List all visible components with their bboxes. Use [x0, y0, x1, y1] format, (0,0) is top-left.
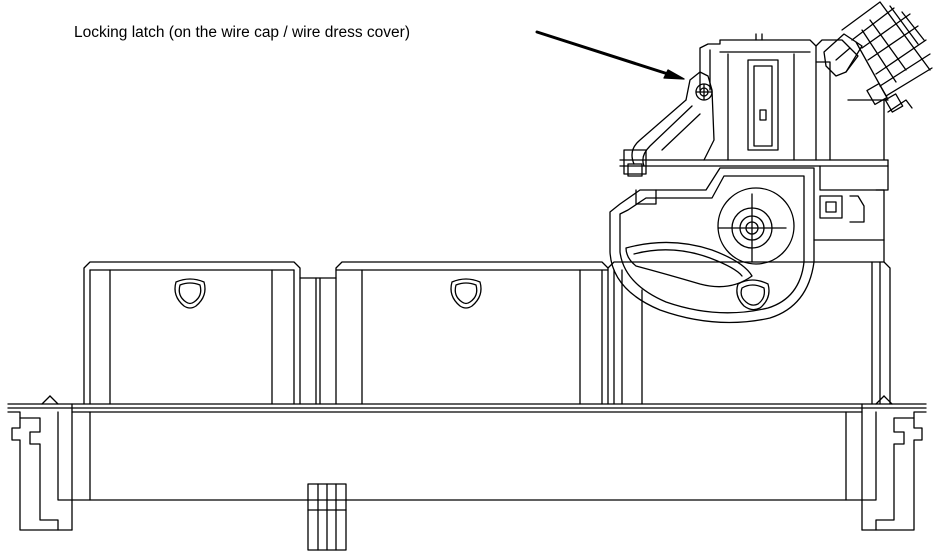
center-post: [308, 484, 346, 550]
right-end-latch: [862, 396, 926, 530]
block-separator: [300, 278, 336, 404]
wire-connector-plug: [824, 2, 932, 112]
right-connector-block: [608, 262, 890, 404]
wire-dress-cover: [620, 34, 888, 190]
left-connector-block: [84, 262, 300, 404]
locking-latch: [624, 72, 714, 176]
right-housing-detail: [814, 190, 884, 262]
left-end-latch: [8, 396, 72, 530]
base-plate: [8, 404, 926, 530]
callout-leader-arrow: [537, 32, 684, 79]
middle-connector-block: [336, 262, 608, 404]
locking-latch-callout-label: Locking latch (on the wire cap / wire dr…: [74, 24, 410, 41]
mating-lever: [610, 168, 814, 323]
